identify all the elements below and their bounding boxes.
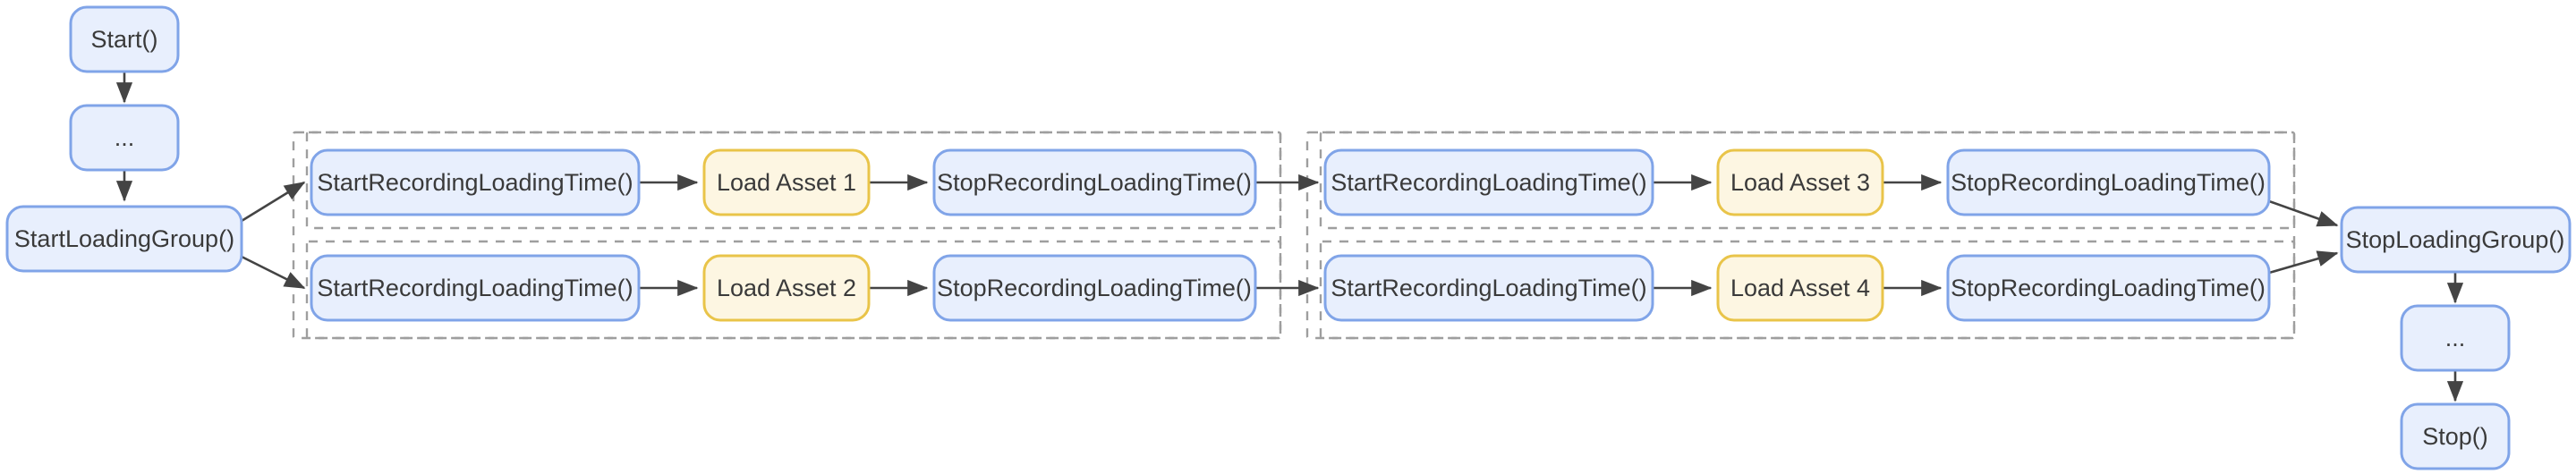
edge-g2r2-to-stop-loading-group (2268, 250, 2339, 275)
node-ellipsis-bottom[interactable]: ... (2400, 304, 2511, 372)
node-ellipsis-top[interactable]: ... (69, 104, 180, 172)
group-2-row-1-box (1319, 131, 2296, 230)
node-g2r2-load-asset[interactable]: Load Asset 4 (1716, 254, 1884, 322)
node-g1r1-start-recording[interactable]: StartRecordingLoadingTime() (310, 148, 641, 216)
edge-start-loading-group-to-g1r2 (241, 255, 306, 290)
node-stop-loading-group[interactable]: StopLoadingGroup() (2340, 206, 2572, 274)
node-stop[interactable]: Stop() (2400, 402, 2511, 470)
node-g2r1-load-asset[interactable]: Load Asset 3 (1716, 148, 1884, 216)
group-1-row-2-box (305, 240, 1282, 340)
node-start[interactable]: Start() (69, 5, 180, 73)
node-g2r2-start-recording[interactable]: StartRecordingLoadingTime() (1323, 254, 1654, 322)
node-g2r1-start-recording[interactable]: StartRecordingLoadingTime() (1323, 148, 1654, 216)
edges-layer (115, 72, 2464, 402)
node-g1r1-load-asset[interactable]: Load Asset 1 (702, 148, 871, 216)
group-2-row-2-box (1319, 240, 2296, 340)
node-g2r2-stop-recording[interactable]: StopRecordingLoadingTime() (1946, 254, 2271, 322)
group-2 (1305, 131, 2296, 340)
node-start-loading-group[interactable]: StartLoadingGroup() (5, 205, 243, 273)
node-g1r2-start-recording[interactable]: StartRecordingLoadingTime() (310, 254, 641, 322)
node-g2r1-stop-recording[interactable]: StopRecordingLoadingTime() (1946, 148, 2271, 216)
group-1-row-1-box (305, 131, 1282, 230)
edge-start-loading-group-to-g1r1 (241, 181, 306, 223)
edge-g2r1-to-stop-loading-group (2268, 199, 2339, 227)
node-g1r2-stop-recording[interactable]: StopRecordingLoadingTime() (932, 254, 1257, 322)
node-g1r1-stop-recording[interactable]: StopRecordingLoadingTime() (932, 148, 1257, 216)
node-g1r2-load-asset[interactable]: Load Asset 2 (702, 254, 871, 322)
group-1 (292, 131, 1282, 340)
